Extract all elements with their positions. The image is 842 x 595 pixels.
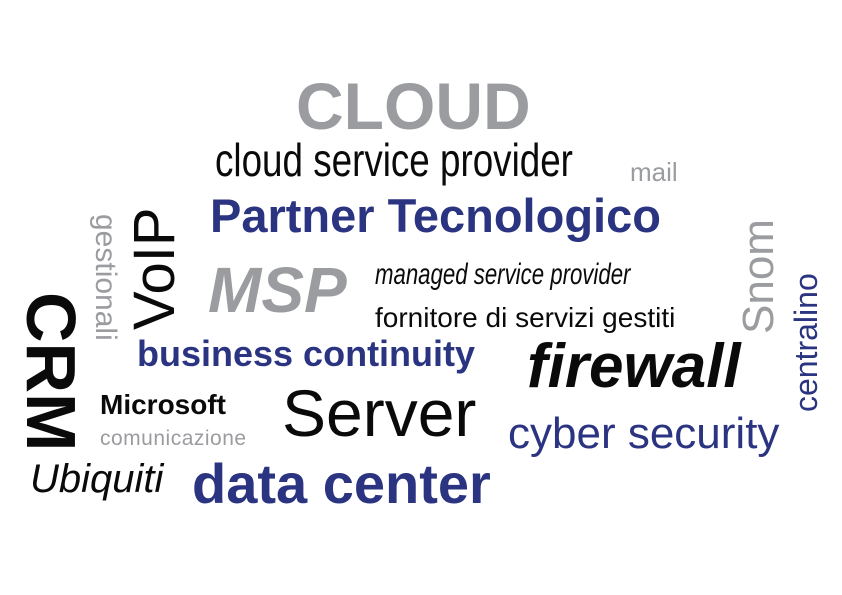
word-gestionali: gestionali — [89, 214, 122, 341]
word-cyber-security: cyber security — [508, 409, 780, 458]
word-cloud-service-provider: cloud service provider — [215, 134, 573, 186]
word-fornitore-servizi-gestiti: fornitore di servizi gestiti — [375, 302, 676, 333]
word-microsoft: Microsoft — [100, 389, 226, 420]
word-snom: Snom — [734, 219, 783, 334]
word-data-center: data center — [192, 452, 491, 515]
word-mail: mail — [630, 157, 678, 187]
word-partner-tecnologico: Partner Tecnologico — [210, 189, 661, 242]
word-firewall: firewall — [527, 332, 741, 401]
word-comunicazione: comunicazione — [100, 427, 247, 450]
word-server: Server — [282, 376, 477, 450]
word-business-continuity: business continuity — [137, 333, 476, 374]
word-msp: MSP — [208, 254, 347, 326]
word-cloud-caps: CLOUD — [296, 69, 531, 143]
word-managed-service-provider: managed service provider — [375, 258, 631, 291]
word-voip: VoIP — [122, 207, 187, 330]
word-crm: CRM — [12, 292, 90, 452]
word-centralino: centralino — [788, 273, 824, 412]
word-ubiquiti: Ubiquiti — [30, 457, 164, 501]
